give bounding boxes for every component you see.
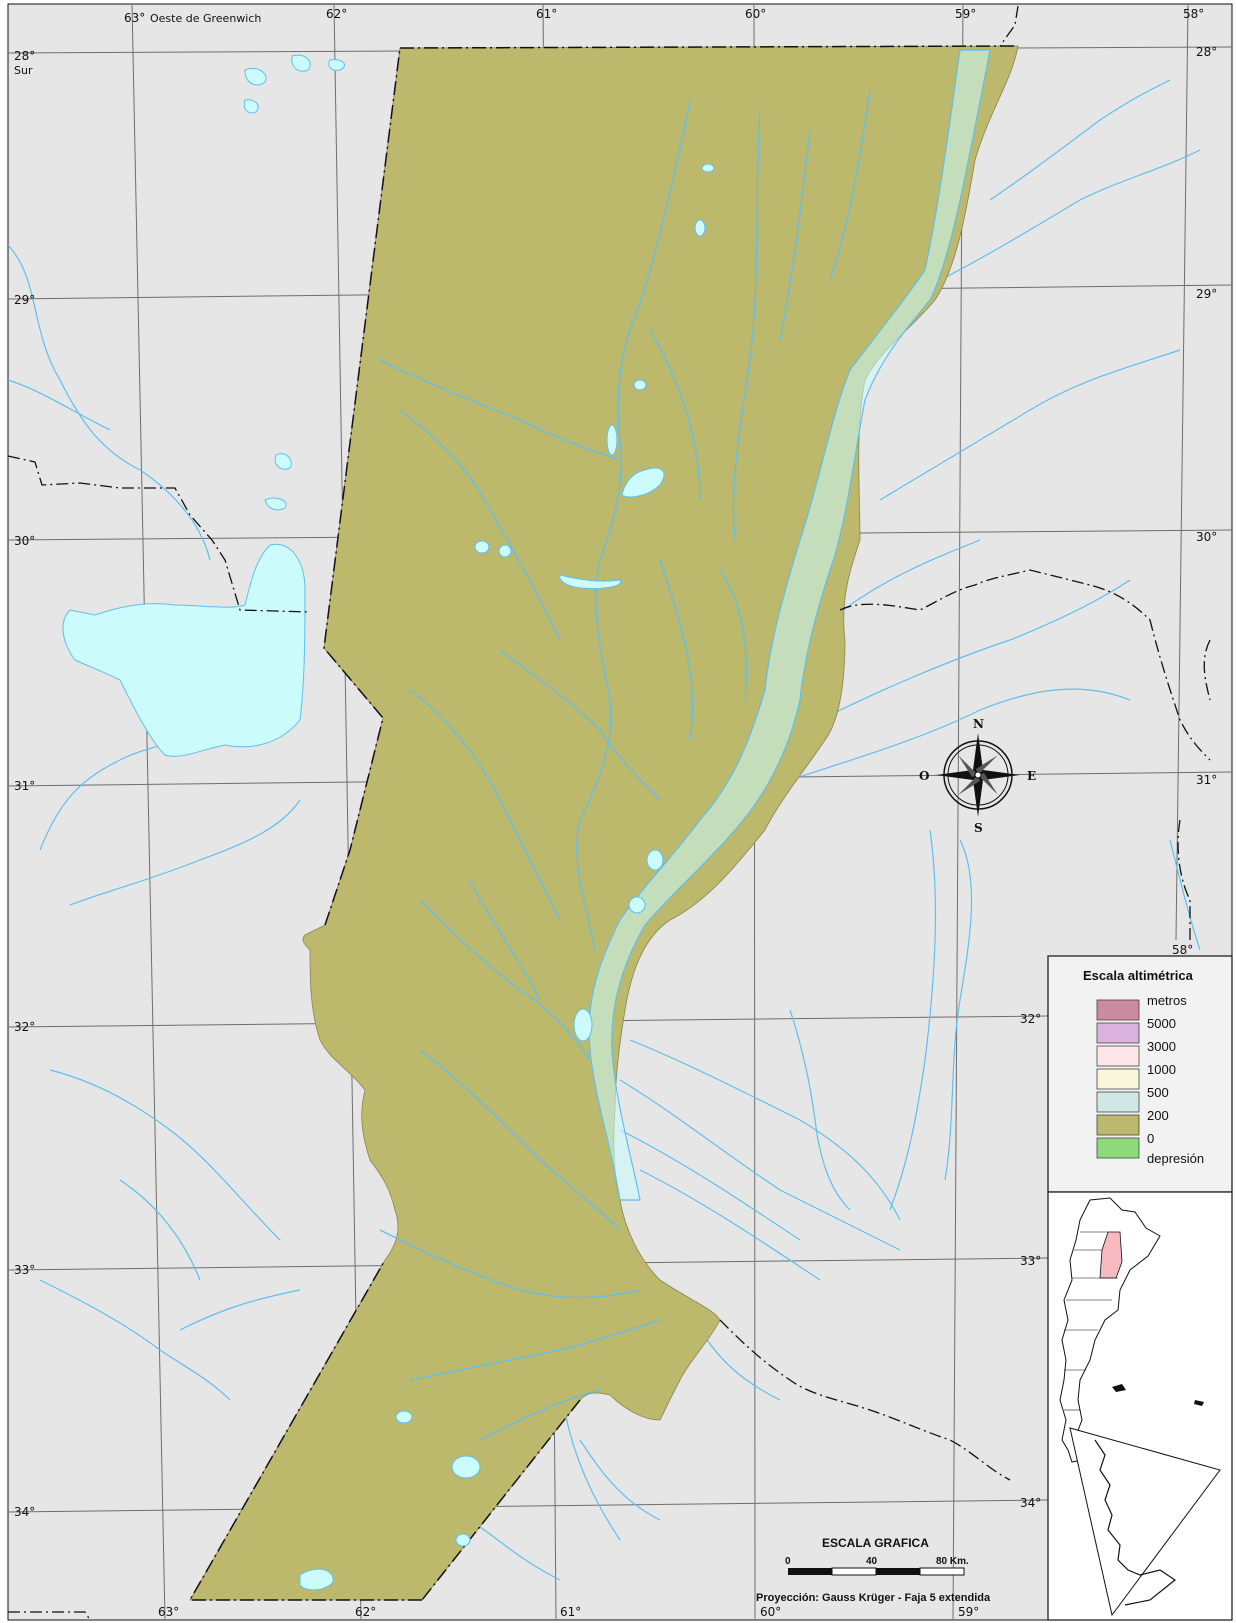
legend-swatches <box>1096 999 1140 1159</box>
lon-label-62-top: 62° <box>326 7 347 21</box>
lat-label-34-left: 34° <box>14 1505 35 1519</box>
inset-panel <box>1047 1191 1233 1621</box>
lat-label-29-right: 29° <box>1196 287 1217 301</box>
lat-label-32-left: 32° <box>14 1020 35 1034</box>
legend-unit: metros <box>1147 993 1187 1008</box>
lat-label-31-right: 31° <box>1196 773 1217 787</box>
legend-swatch-200 <box>1096 1091 1140 1113</box>
lon-label-61-top: 61° <box>536 7 557 21</box>
lon-label-58-inner: 58° <box>1172 943 1193 957</box>
lat-label-31-left: 31° <box>14 779 35 793</box>
small-lake <box>264 497 287 511</box>
south-georgia <box>1194 1400 1204 1406</box>
mar-chiquita-lake <box>62 543 306 757</box>
lat-label-34-right: 34° <box>1020 1496 1041 1510</box>
legend-label-1000: 1000 <box>1147 1062 1176 1077</box>
lon-label-61-bottom: 61° <box>560 1605 581 1619</box>
legend-label-3000: 3000 <box>1147 1039 1176 1054</box>
lat-label-33-left: 33° <box>14 1263 35 1277</box>
lat-label-28-left: 28° <box>14 49 35 63</box>
scale-tick-0: 0 <box>785 1556 791 1567</box>
lon-label-59-top: 59° <box>955 7 976 21</box>
scale-tick-40: 40 <box>866 1556 878 1567</box>
legend-label-5000: 5000 <box>1147 1016 1176 1031</box>
lon-label-60-bottom: 60° <box>760 1605 781 1619</box>
legend-swatch-500 <box>1096 1068 1140 1090</box>
lon-label-63-bottom: 63° <box>158 1605 179 1619</box>
legend-label-500: 500 <box>1147 1085 1169 1100</box>
lagoons <box>299 163 715 1591</box>
legend-panel: Escala altimétrica metros 5000 3000 1000… <box>1047 955 1233 1193</box>
lat-label-28-right: 28° <box>1196 45 1217 59</box>
borders <box>7 5 1211 1621</box>
rivers-outside <box>7 79 1201 1581</box>
scale-bar: ESCALA GRAFICA 0 40 80 Km. Proyección: G… <box>756 1536 991 1604</box>
lat-label-30-right: 30° <box>1196 530 1217 544</box>
small-lake <box>328 59 345 71</box>
legend-label-depresion: depresión <box>1147 1151 1204 1166</box>
small-lake <box>291 54 311 72</box>
scale-tick-80: 80 Km. <box>936 1556 969 1567</box>
compass-north: N <box>973 717 984 731</box>
legend-swatch-5000 <box>1096 999 1140 1021</box>
south-label: Sur <box>14 64 33 77</box>
west-of-greenwich-label: Oeste de Greenwich <box>150 12 261 25</box>
legend-swatch-1000 <box>1096 1045 1140 1067</box>
parana-floodplain <box>588 49 991 1201</box>
compass-rose: N S E O <box>919 717 1036 835</box>
compass-south: S <box>974 821 983 835</box>
legend-title: Escala altimétrica <box>1083 968 1194 983</box>
lon-label-58-top: 58° <box>1183 7 1204 21</box>
compass-east: E <box>1027 769 1036 783</box>
antarctica-sector <box>1069 1427 1221 1617</box>
scale-title: ESCALA GRAFICA <box>822 1536 929 1550</box>
lon-label-59-bottom: 59° <box>958 1605 979 1619</box>
rivers-inside <box>379 89 871 1441</box>
projection-label: Proyección: Gauss Krüger - Faja 5 extend… <box>756 1592 991 1604</box>
lon-label-63-top: 63° <box>124 11 145 25</box>
legend-label-0: 0 <box>1147 1131 1154 1146</box>
antarctica-coast <box>1094 1439 1177 1606</box>
legend-label-200: 200 <box>1147 1108 1169 1123</box>
legend-swatch-3000 <box>1096 1022 1140 1044</box>
legend-swatch-depresion <box>1096 1137 1140 1159</box>
small-lake <box>244 67 267 86</box>
falkland-islands <box>1112 1384 1126 1392</box>
lat-label-30-left: 30° <box>14 534 35 548</box>
legend-swatch-0 <box>1096 1114 1140 1136</box>
small-lake <box>274 453 292 470</box>
lon-label-62-bottom: 62° <box>355 1605 376 1619</box>
lat-label-29-left: 29° <box>14 293 35 307</box>
lat-label-32-right: 32° <box>1020 1012 1041 1026</box>
small-lake <box>243 99 259 114</box>
compass-west: O <box>919 769 929 783</box>
lat-label-33-right: 33° <box>1020 1254 1041 1268</box>
lon-label-60-top: 60° <box>745 7 766 21</box>
